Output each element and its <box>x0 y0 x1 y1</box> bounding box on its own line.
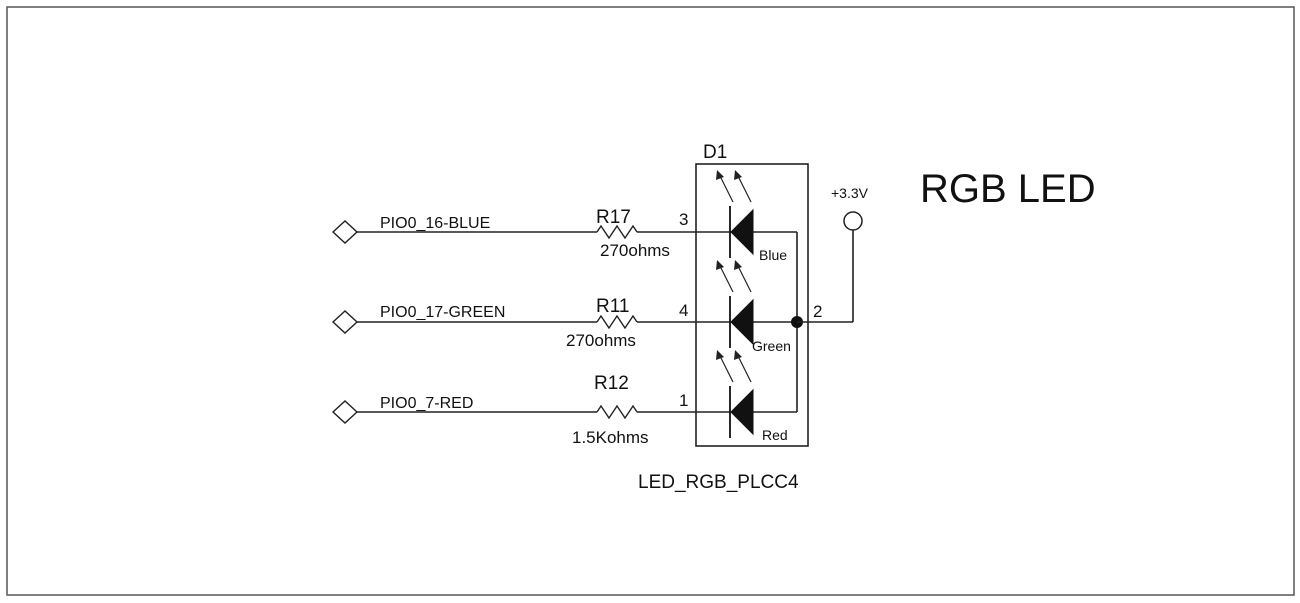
resistor-ref: R11 <box>596 296 629 317</box>
component-part: LED_RGB_PLCC4 <box>638 472 799 493</box>
resistor-ref: R17 <box>596 207 631 228</box>
led-color-label: Green <box>752 338 791 354</box>
diode-triangle <box>730 298 754 346</box>
net-label: PIO0_17-GREEN <box>380 304 505 321</box>
sheet-border <box>6 6 1295 596</box>
diode-triangle <box>730 388 754 436</box>
resistor-value: 270ohms <box>600 241 670 260</box>
net-port-marker <box>331 400 359 424</box>
pin-number: 3 <box>679 210 688 229</box>
net-label: PIO0_7-RED <box>380 395 473 412</box>
net-port-marker <box>331 220 359 244</box>
light-emission-arrows-icon <box>716 260 752 293</box>
led-color-label: Blue <box>759 247 787 263</box>
schematic-title: RGB LED <box>920 167 1096 211</box>
resistor-symbol <box>596 224 638 240</box>
resistor-symbol <box>596 404 638 420</box>
light-emission-arrows-icon <box>716 170 752 203</box>
channel-green: PIO0_17-GREEN R11 270ohms 4 Green <box>331 260 791 354</box>
light-emission-arrows-icon <box>716 350 752 383</box>
common-pin-number: 2 <box>813 302 822 321</box>
diode-triangle <box>730 208 754 256</box>
led-color-label: Red <box>762 427 788 443</box>
supply-label: +3.3V <box>831 185 869 201</box>
component-ref: D1 <box>703 142 727 163</box>
pin-number: 1 <box>679 391 688 410</box>
channel-red: PIO0_7-RED R12 1.5Kohms 1 Red <box>331 350 788 447</box>
pin-number: 4 <box>679 301 688 320</box>
net-label: PIO0_16-BLUE <box>380 215 490 232</box>
led-package-outline <box>695 163 809 447</box>
resistor-value: 270ohms <box>566 331 636 350</box>
net-port-marker <box>331 310 359 334</box>
resistor-symbol <box>596 314 638 330</box>
resistor-value: 1.5Kohms <box>572 428 649 447</box>
supply-terminal <box>843 211 863 231</box>
resistor-ref: R12 <box>594 373 629 394</box>
channel-blue: PIO0_16-BLUE R17 270ohms 3 Blue <box>331 170 787 263</box>
